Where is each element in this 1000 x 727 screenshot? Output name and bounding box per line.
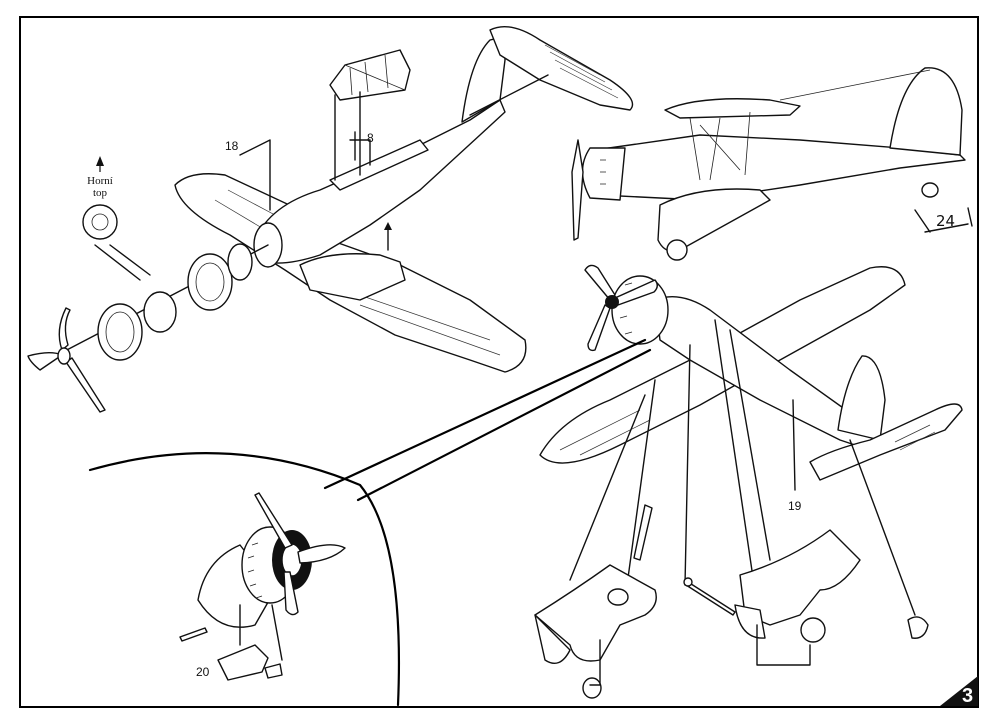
biplane-antenna-wire xyxy=(779,69,931,101)
detail-prop-blade-up xyxy=(254,492,293,549)
tail-plane-hatching xyxy=(894,424,936,451)
right-gear-wheel-pant xyxy=(734,604,766,639)
cowling-ring xyxy=(97,303,143,361)
detail-intake-part xyxy=(217,644,269,681)
biplane-struts xyxy=(689,111,751,181)
detail-circle-arc xyxy=(88,452,401,707)
gear-rod-part xyxy=(685,581,736,616)
cowl-exhaust-slots xyxy=(600,159,606,185)
right-gear-bracket xyxy=(756,624,811,666)
engine-mount-ring xyxy=(227,243,253,281)
part-19-leader xyxy=(792,399,796,491)
label-part-19: 19 xyxy=(788,499,802,513)
radial-engine xyxy=(143,291,177,333)
biplane-fuselage xyxy=(594,134,966,201)
engine-detail-callout: 20 xyxy=(88,338,652,707)
tailwheel-leader xyxy=(849,439,916,616)
propeller-upper-left xyxy=(27,307,106,413)
fuselage xyxy=(254,99,506,264)
gear-rod-end xyxy=(683,577,693,587)
wing-panel-lines xyxy=(214,189,501,356)
detail-prop-blade-down xyxy=(283,571,299,616)
detail-prop-blade-right xyxy=(297,544,346,564)
biplane-engine-cowl xyxy=(581,147,626,201)
detail-exhaust-pipe-part xyxy=(179,627,208,642)
biplane-tail-wheel xyxy=(921,182,939,198)
detail-pointer-line-1 xyxy=(323,338,647,490)
detail-pointer-line-2 xyxy=(356,348,652,502)
page-number: 3 xyxy=(962,685,973,707)
left-gear-hub xyxy=(607,588,629,606)
label-part-20: 20 xyxy=(196,665,210,679)
biplane-side-view: 24 xyxy=(571,67,973,261)
left-gear-wheel-pant xyxy=(534,614,571,664)
left-gear-bracket xyxy=(589,639,601,686)
page-frame xyxy=(19,16,979,708)
monoplane-assembly: 19 xyxy=(534,264,963,699)
label-direction-czech: Horní xyxy=(87,175,113,187)
biplane-wheel xyxy=(666,239,688,261)
dimension-line-24 xyxy=(914,207,973,233)
biplane-upper-wing xyxy=(664,98,801,119)
gear-strut-part xyxy=(633,504,653,561)
exhaust-ring-inner xyxy=(195,262,225,302)
engine-orientation-marker: Horní top xyxy=(82,156,151,281)
left-gear-fairing xyxy=(534,564,657,662)
monoplane-wing-panels xyxy=(559,409,651,456)
biplane-tail-fin xyxy=(889,67,963,156)
gear-leader-left xyxy=(569,394,646,581)
label-part-24: 24 xyxy=(936,212,955,230)
canopy-leader-lines xyxy=(334,91,361,181)
part-18-leader xyxy=(239,139,271,211)
canopy-frames xyxy=(344,54,406,96)
label-part-8: 8 xyxy=(367,131,374,145)
monoplane-propeller xyxy=(584,264,658,352)
cowling-ring-inner xyxy=(105,311,135,353)
wing-fairing xyxy=(299,253,406,301)
biplane-lower-wing xyxy=(657,188,771,252)
tail-leader-line xyxy=(469,74,549,116)
left-gear-wheel xyxy=(582,677,602,699)
page-number-tab: 3 xyxy=(940,676,978,707)
upper-left-assembly: Horní top 18 8 xyxy=(27,26,634,413)
monoplane-fuselage xyxy=(654,296,881,451)
part-8-leader xyxy=(349,131,371,166)
detail-leader-2 xyxy=(271,604,283,661)
label-direction-english: top xyxy=(93,187,108,199)
stabilizer-hatching xyxy=(544,44,619,99)
detail-exhaust-slots xyxy=(247,542,263,599)
monoplane-tail-plane xyxy=(809,403,963,481)
gear-leader-right-2 xyxy=(729,329,771,561)
detail-small-part xyxy=(264,663,283,679)
gear-leader-left-2 xyxy=(624,379,656,601)
biplane-propeller xyxy=(571,139,584,241)
gear-leader-mid xyxy=(684,344,691,586)
cockpit-opening xyxy=(329,139,429,191)
arrowhead xyxy=(384,222,392,230)
right-gear-fairing xyxy=(739,529,861,626)
tail-wheel-part xyxy=(907,616,929,639)
right-gear-wheel xyxy=(800,617,826,643)
monoplane-vertical-tail xyxy=(837,355,886,441)
exhaust-collector-ring xyxy=(187,253,233,311)
label-part-18: 18 xyxy=(225,139,239,153)
